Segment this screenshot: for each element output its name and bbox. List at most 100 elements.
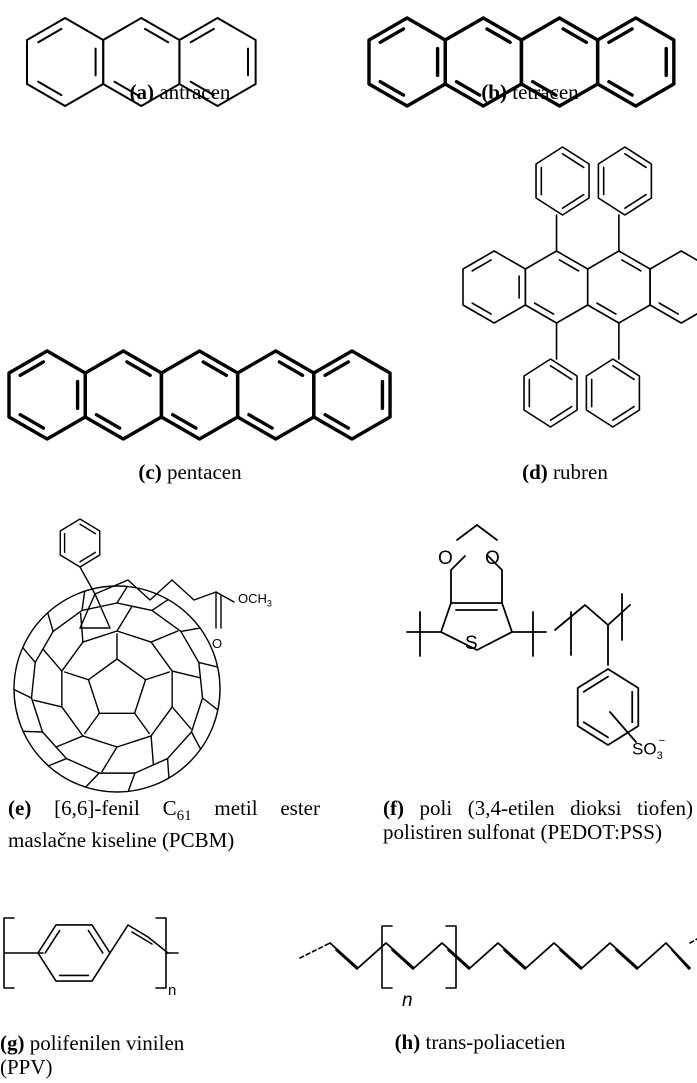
ppv-vinylene <box>109 924 169 954</box>
caption-c-name: pentacen <box>166 460 242 484</box>
pss-sulfonate-bond <box>609 711 637 743</box>
pcbm-outer-edge <box>134 757 169 774</box>
pentacen-double-bond <box>201 360 229 377</box>
tetracen-double-bond <box>378 27 406 44</box>
pcbm-ring-edge <box>82 630 118 643</box>
methoxy-text: OCH <box>238 591 267 606</box>
pcbm-phenyl-double <box>79 551 97 563</box>
pedot-thiophene-ring <box>440 602 513 651</box>
pcbm-spoke <box>101 746 118 773</box>
pcbm-spoke <box>166 757 170 779</box>
ppv-bracket-left <box>3 917 15 989</box>
caption-e: (e) [6,6]-fenil C61 metil ester maslačne… <box>8 796 320 852</box>
pss-phenyl-double <box>582 675 609 693</box>
caption-b-letter: (b) <box>481 80 507 104</box>
polyacetylene-dashed-end <box>299 942 331 959</box>
rubren-double-bond <box>533 302 555 315</box>
rubren-phenyl-double <box>612 405 635 422</box>
pentacen-double-bond <box>323 360 350 377</box>
pentacen-double-bond <box>94 413 122 430</box>
pcbm-spoke <box>150 735 155 766</box>
polyacetylene-double <box>615 949 638 970</box>
pedot-dioxane-right <box>487 555 503 604</box>
polyacetylene-dashed-end <box>689 938 697 944</box>
pcbm-spoke <box>22 646 36 664</box>
pcbm-spoke <box>190 731 202 750</box>
polyacetylene-double <box>335 949 358 970</box>
pcbm-cyclopropane <box>79 593 96 629</box>
caption-f-letter: (f) <box>383 796 404 820</box>
rubren-double-bond <box>596 302 617 315</box>
caption-g: (g) polifenilen vinilen (PPV) <box>0 1031 240 1079</box>
pcbm-ring-edge <box>61 641 84 672</box>
pcbm-outer-edge <box>116 602 153 612</box>
rubren-ring-3 <box>649 250 697 324</box>
pcbm-spoke <box>47 612 54 633</box>
tetracen-double-bond <box>607 80 634 97</box>
pcbm-spoke <box>55 735 84 748</box>
pedot-ethylene <box>456 524 478 541</box>
rubren-phenyl-double <box>561 193 585 209</box>
pcbm-spoke <box>127 772 136 793</box>
pcbm-spoke <box>13 688 33 699</box>
caption-e-letter: (e) <box>8 796 32 820</box>
rubren-double-bond <box>471 302 492 315</box>
pcbm-ring-edge <box>150 706 173 737</box>
caption-a: (a) antracen <box>80 80 280 104</box>
pcbm-phenyl-double <box>79 523 97 535</box>
pcbm-spoke <box>150 630 179 643</box>
pcbm-ring-edge <box>116 735 152 748</box>
pcbm-ring-edge <box>116 630 152 643</box>
sulfonate-sub: 3 <box>656 750 663 763</box>
pcbm-spoke <box>171 706 192 730</box>
pcbm-spoke <box>144 671 171 681</box>
pcbm-spoke <box>47 757 68 767</box>
pcbm-pentagon-edge <box>87 679 101 714</box>
rubren-phenyl-ring <box>523 358 578 428</box>
sulfonate-label: SO3− <box>632 735 669 763</box>
pcbm-outer-edge <box>151 609 182 633</box>
polyacetylene-bracket-right <box>445 925 457 989</box>
pentacen-double-bond <box>170 413 198 430</box>
sulfonate-charge: − <box>658 735 666 747</box>
ether-o-left: O <box>438 548 453 569</box>
pss-phenyl-double <box>582 721 609 739</box>
pcbm-spoke <box>171 670 201 679</box>
polyacetylene-double <box>391 949 414 970</box>
caption-e-name-sub: 61 <box>176 808 192 825</box>
caption-h: (h) trans-poliacetien <box>370 1030 590 1054</box>
pcbm-outer-edge <box>30 697 44 733</box>
caption-a-letter: (a) <box>129 80 155 104</box>
pcbm-ring-edge <box>82 735 118 748</box>
rubren-double-bond <box>558 259 580 272</box>
pcbm-spoke <box>133 712 151 735</box>
ppv-phenyl-double <box>44 929 61 954</box>
tetracen-double-bond <box>530 80 558 97</box>
caption-g-name: polifenilen vinilen (PPV) <box>0 1031 185 1079</box>
pcbm-outer-edge <box>34 630 54 664</box>
caption-e-name-post: metil ester maslačne kiseline (PCBM) <box>8 796 320 853</box>
pcbm-pentagon-edge <box>87 658 118 681</box>
rubren-phenyl-double <box>612 364 635 381</box>
caption-h-letter: (h) <box>394 1030 421 1054</box>
tetracen-double-bond <box>561 27 589 44</box>
pcbm-outer-edge <box>166 731 193 760</box>
antracen-double-bond <box>189 27 215 44</box>
methoxy-sub: 3 <box>266 598 272 609</box>
pcbm-phenyl-link <box>79 566 96 595</box>
pcbm-outer-edge <box>190 697 204 733</box>
polyacetylene-bracket-left <box>381 925 393 989</box>
tetracen-double-bond <box>454 80 482 97</box>
pcbm-ring-edge <box>150 641 173 672</box>
antracen-double-bond <box>189 80 215 97</box>
antracen-double-bond <box>143 27 170 44</box>
pcbm-pentagon-edge <box>116 658 147 681</box>
rubren-phenyl-ring <box>597 146 653 216</box>
pentacen-double-bond <box>247 413 274 430</box>
rubren-phenyl-double <box>624 153 647 169</box>
pentacen-double-bond <box>125 360 152 377</box>
pcbm-outer-edge <box>198 661 204 699</box>
ppv-phenyl-double <box>87 929 104 954</box>
caption-d: (d) rubren <box>465 460 665 484</box>
